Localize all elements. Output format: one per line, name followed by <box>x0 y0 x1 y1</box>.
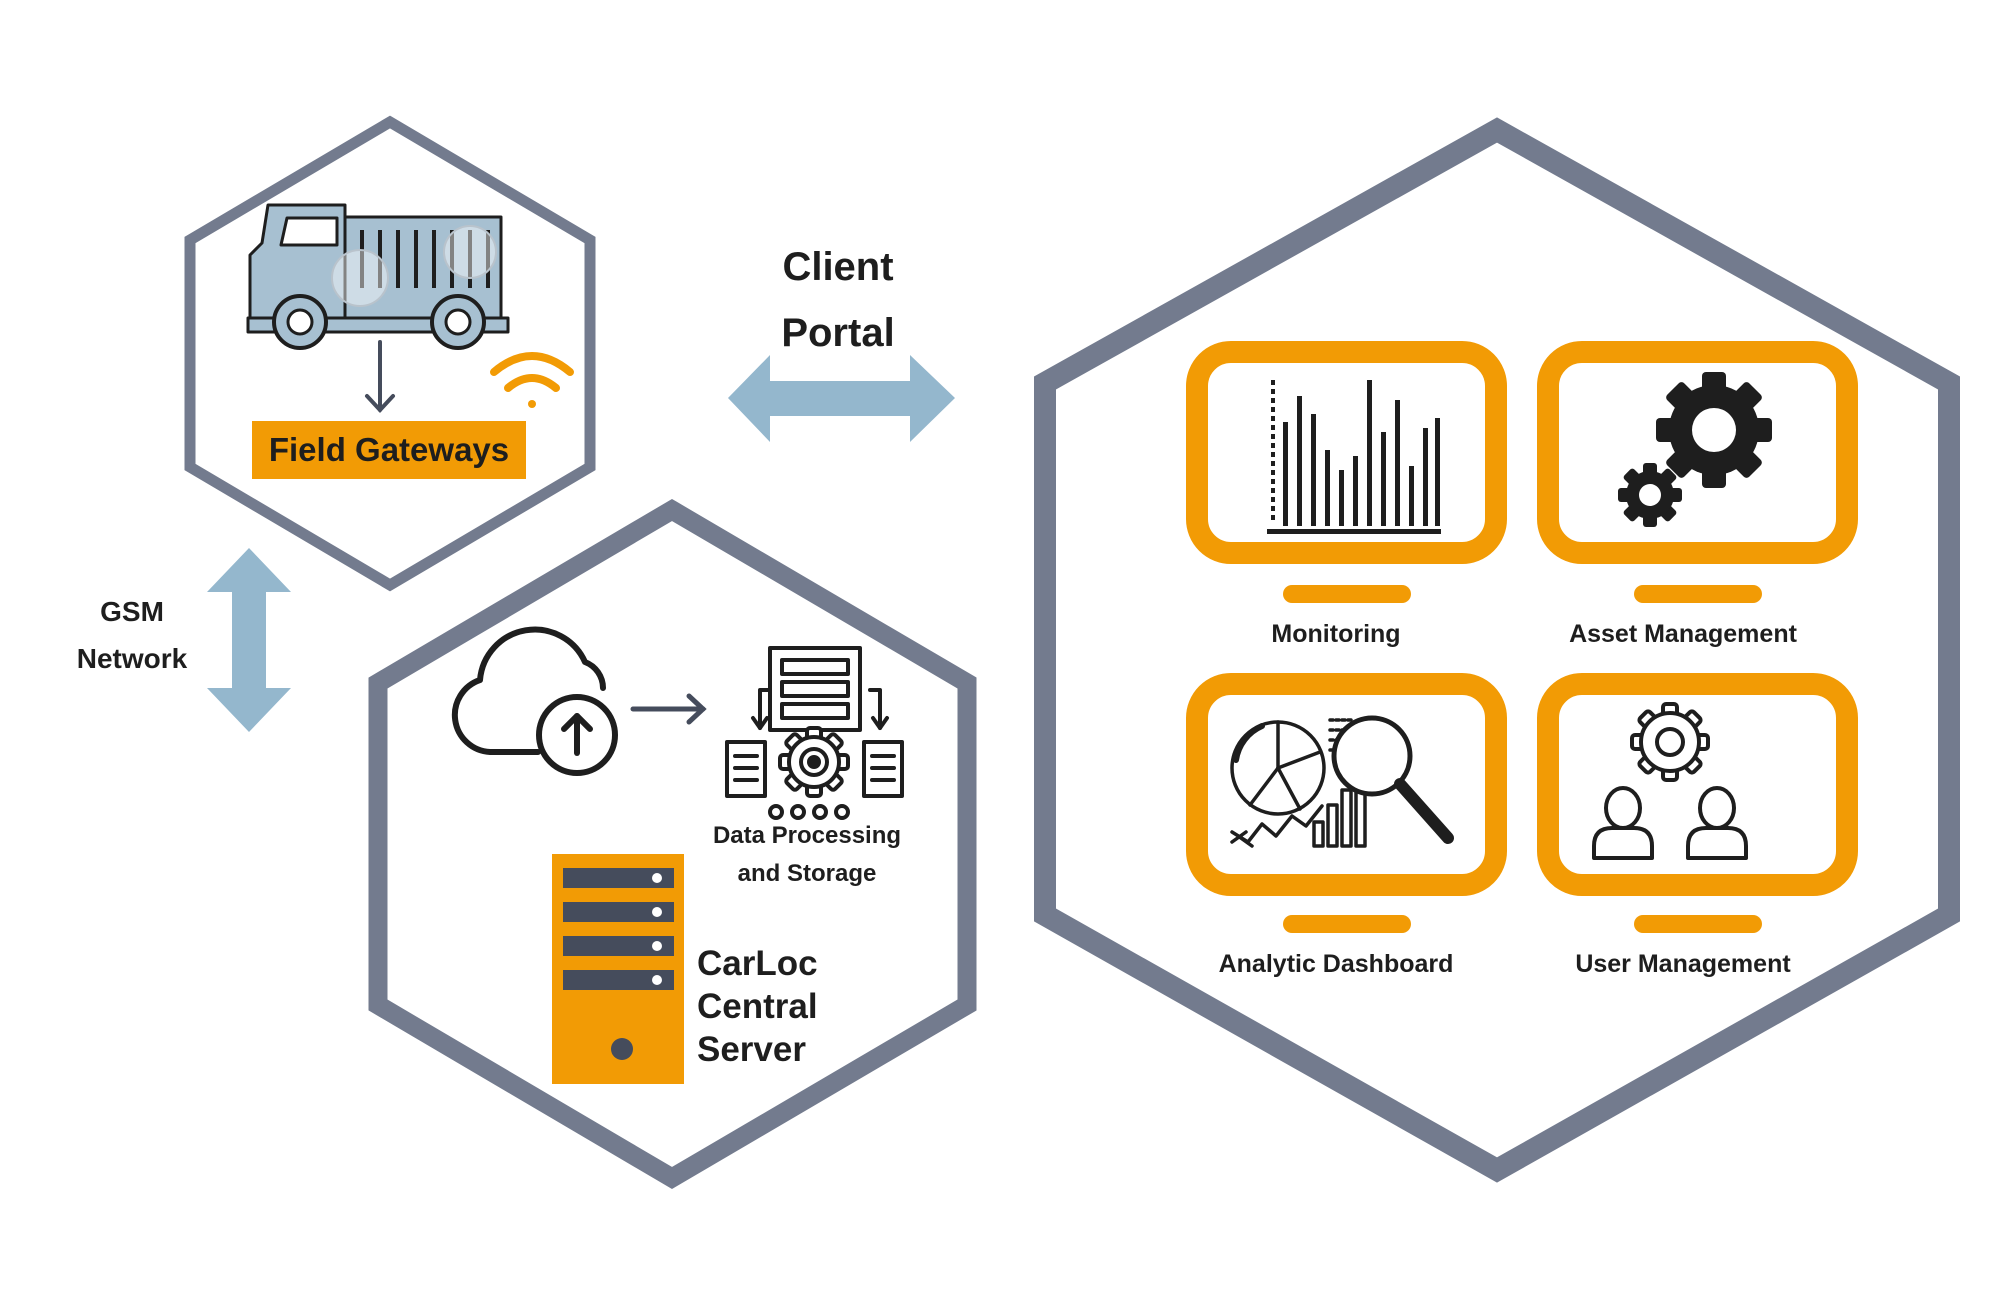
client-portal-label-line2: Portal <box>781 311 895 355</box>
client-portal-arrow <box>728 355 955 442</box>
right-arrow-icon <box>630 693 707 725</box>
asset-management-label: Asset Management <box>1569 620 1797 648</box>
field-gateways-label: Field Gateways <box>252 421 526 479</box>
gsm-arrow <box>207 548 291 732</box>
users-gear-icon <box>1592 702 1748 860</box>
field-hexagon <box>184 115 596 592</box>
gsm-label-line1: GSM <box>100 596 164 627</box>
cloud-upload-icon <box>451 626 618 776</box>
server-label-line1: CarLoc <box>697 944 818 983</box>
server-icon <box>552 854 684 1084</box>
wifi-icon <box>490 352 574 408</box>
truck-icon <box>246 203 510 350</box>
portal-hexagon <box>1034 117 1960 1183</box>
client-portal-label-line1: Client <box>782 245 894 289</box>
user-management-label: User Management <box>1575 950 1791 978</box>
down-arrow-icon <box>365 340 395 413</box>
gsm-label-line2: Network <box>76 643 188 674</box>
bar-chart-icon <box>1267 380 1441 534</box>
server-hexagon <box>368 498 977 1190</box>
data-processing-label-line1: Data Processing <box>712 822 902 849</box>
analytic-dashboard-label: Analytic Dashboard <box>1218 950 1454 978</box>
data-processing-icon <box>725 646 904 820</box>
analytics-magnifier-icon <box>1230 715 1454 848</box>
analytic-dashboard-monitor[interactable] <box>1186 673 1507 933</box>
server-label-line3: Server <box>697 1030 806 1069</box>
data-processing-label-line2: and Storage <box>737 860 877 887</box>
gears-icon <box>1618 372 1772 527</box>
monitoring-label: Monitoring <box>1271 620 1401 648</box>
monitoring-monitor[interactable] <box>1186 341 1507 603</box>
server-label-line2: Central <box>697 987 818 1026</box>
